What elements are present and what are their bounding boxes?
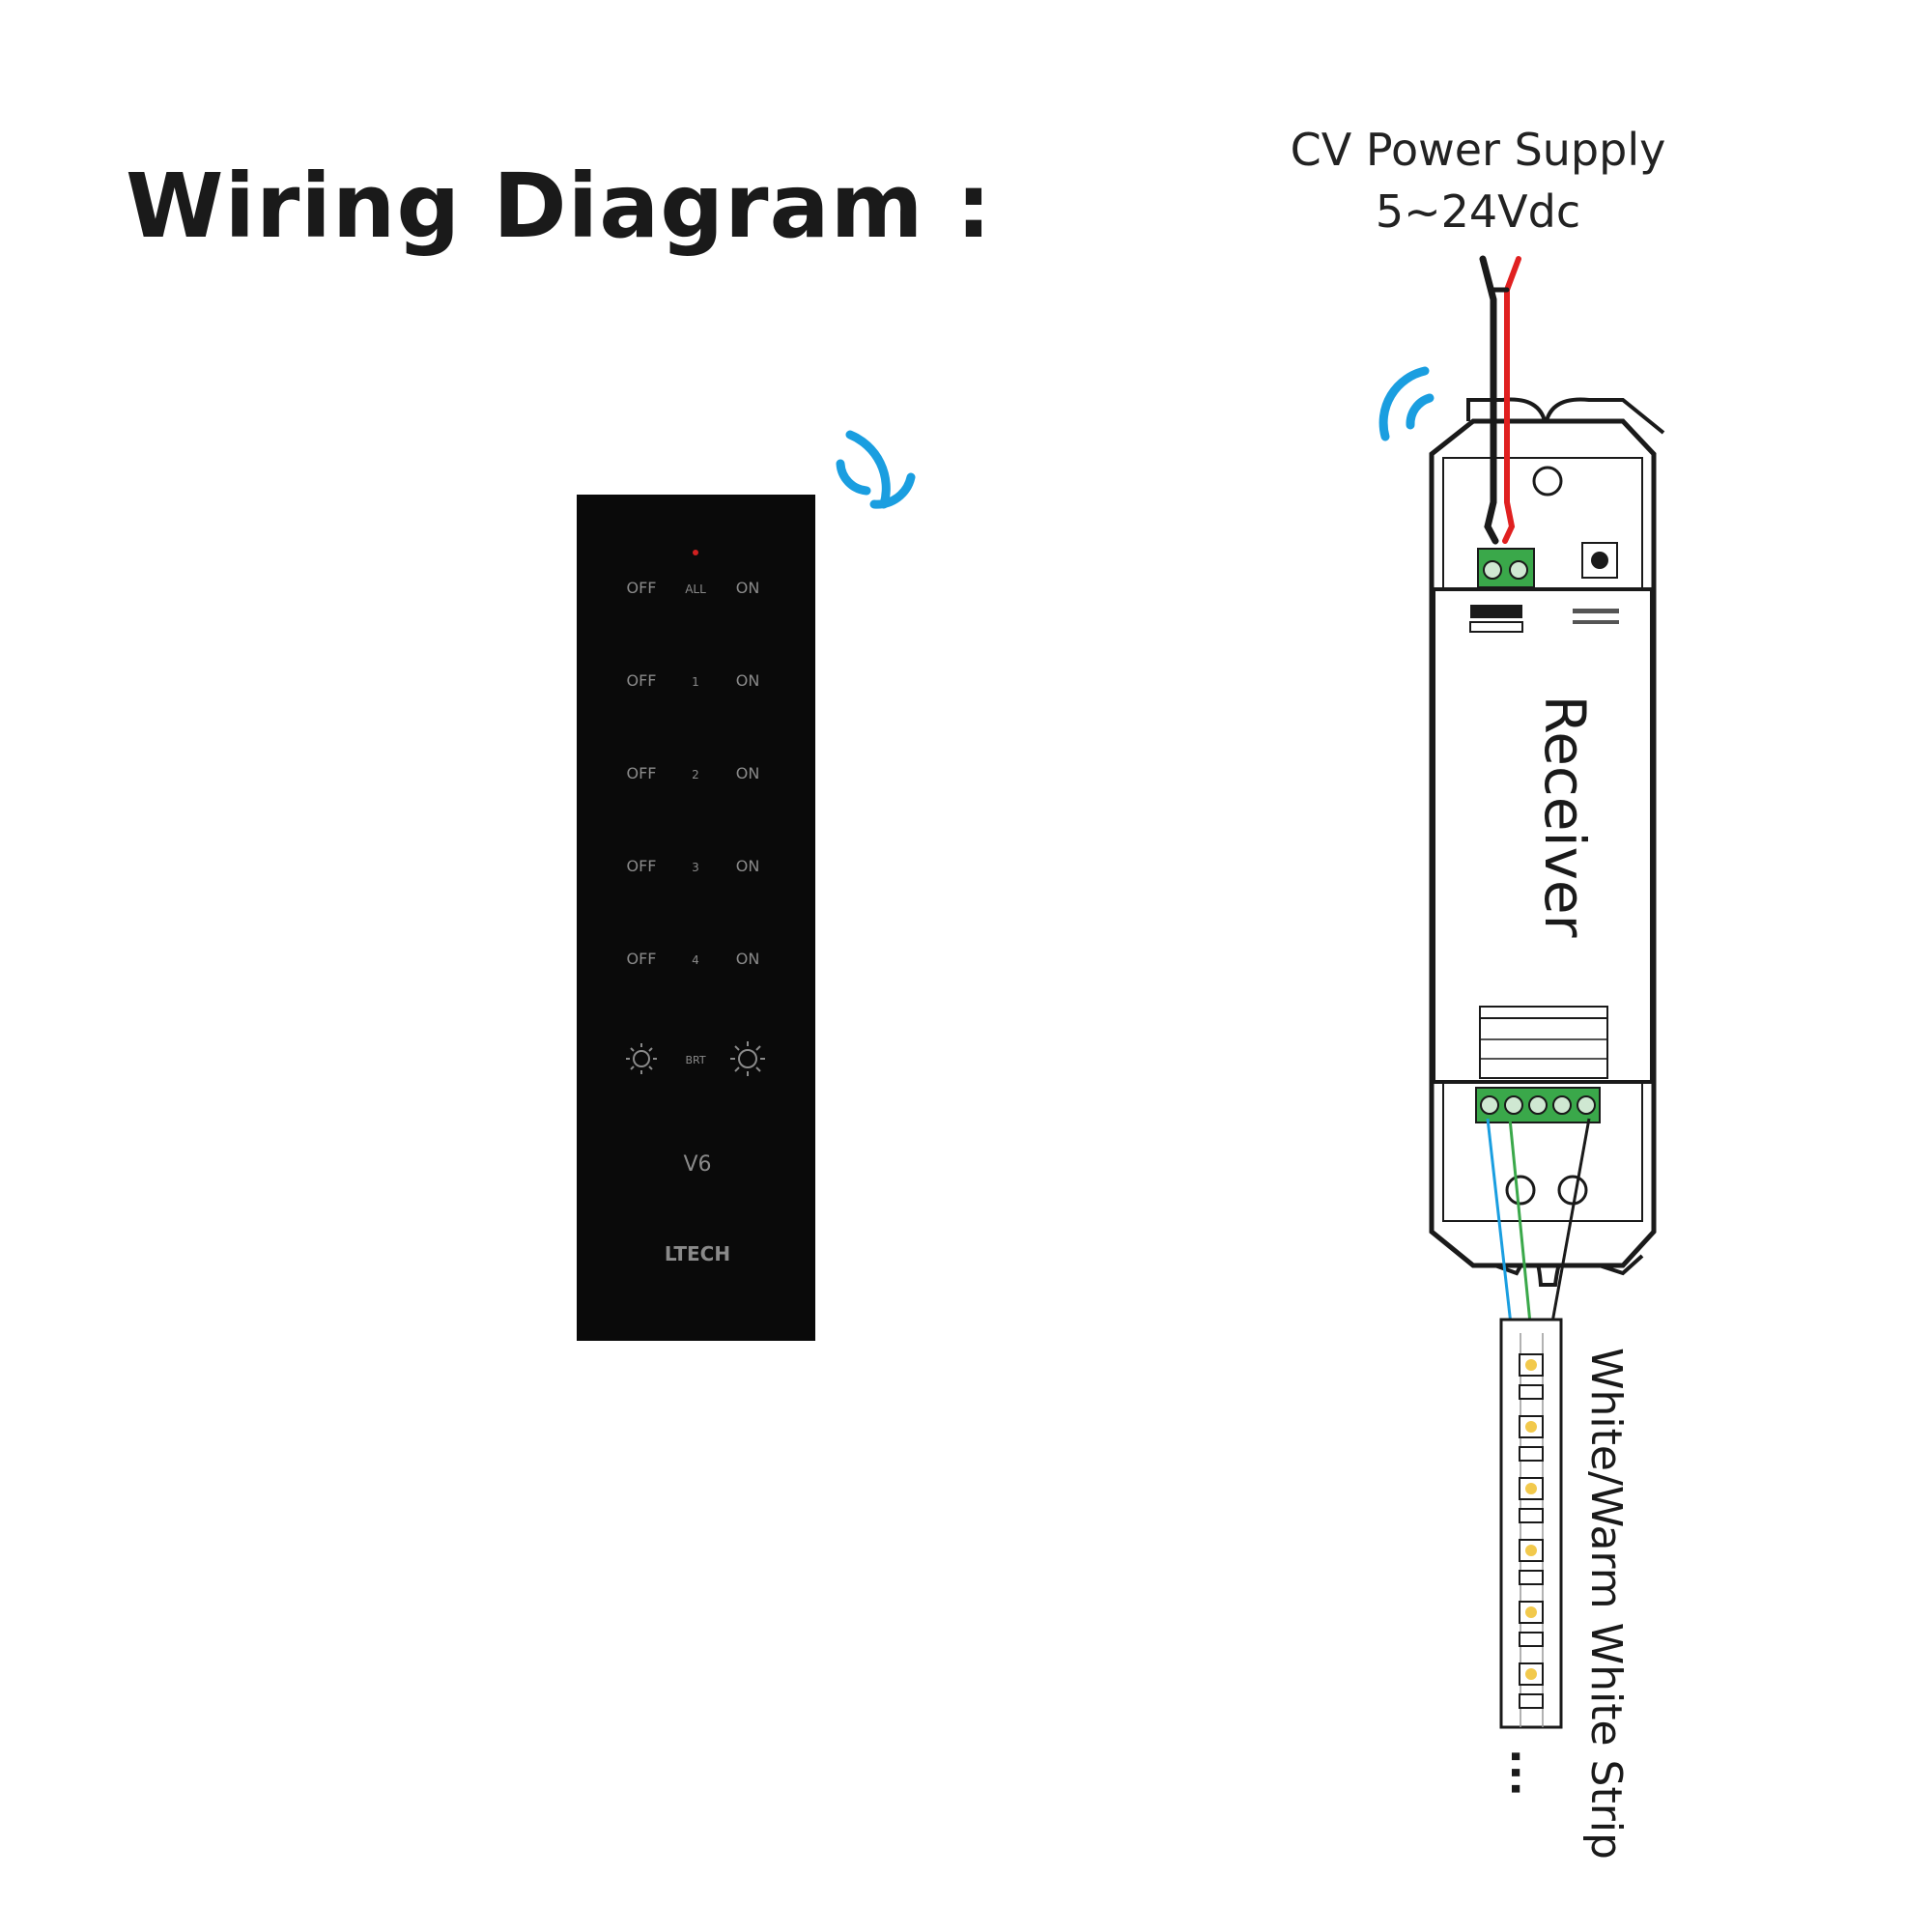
remote-signal-icon [836,430,916,509]
resistor [1519,1446,1544,1462]
page-title: Wiring Diagram : [126,155,993,258]
led-dot [1525,1421,1537,1433]
led-dot [1525,1545,1537,1556]
resistor [1519,1570,1544,1585]
remote-button-on[interactable]: ON [736,671,760,690]
remote-button-on[interactable]: ON [736,579,760,597]
receiver-device: Receiver [1429,397,1665,1287]
remote-button-on[interactable]: ON [736,857,760,875]
power-supply-voltage: 5~24Vdc [1375,185,1581,238]
brightness-up-icon [730,1041,765,1076]
learn-label-line-2 [1573,620,1619,624]
remote-channel-label: 4 [692,953,699,967]
resistor [1519,1508,1544,1523]
output-screw [1480,1095,1499,1115]
mounting-hole-top [1532,466,1563,497]
remote-button-off[interactable]: OFF [627,857,657,875]
led-dot [1525,1483,1537,1494]
resistor [1519,1632,1544,1647]
output-screw [1552,1095,1572,1115]
strip-continuation-mark: ... [1501,1748,1550,1797]
remote-channel-label: 1 [692,675,699,689]
power-screw-1 [1483,560,1502,580]
learn-label-line-1 [1573,609,1619,613]
remote-button-off[interactable]: OFF [627,764,657,782]
led-dot [1525,1359,1537,1371]
resistor [1519,1384,1544,1400]
power-wires [1479,255,1521,545]
output-label-table [1479,1006,1608,1079]
output-screw [1504,1095,1523,1115]
led-dot [1525,1668,1537,1680]
indicator-led [693,550,698,555]
remote-brand: LTECH [665,1242,730,1265]
led-dot [1525,1606,1537,1618]
receiver-cover [1432,587,1654,1084]
remote-channel-label: 2 [692,768,699,781]
strip-label: White/Warm White Strip [1581,1348,1631,1860]
remote-button-on[interactable]: ON [736,950,760,968]
remote-button-off[interactable]: OFF [627,950,657,968]
input-label-plate [1470,605,1522,618]
output-screws [1480,1095,1596,1115]
power-screw-2 [1509,560,1528,580]
receiver-signal-icon [1378,366,1435,441]
remote-body [577,495,815,1341]
learn-button [1581,542,1618,579]
receiver-label: Receiver [1532,696,1598,938]
remote-channel-label: 3 [692,861,699,874]
learn-button-center [1591,552,1608,569]
output-wires [1486,1118,1591,1334]
mounting-hole-bottom-right [1557,1175,1588,1206]
output-screw [1577,1095,1596,1115]
mounting-hole-bottom-left [1505,1175,1536,1206]
remote-model: V6 [683,1152,711,1177]
remote-button-off[interactable]: OFF [627,671,657,690]
remote-button-on[interactable]: ON [736,764,760,782]
remote-button-off[interactable]: OFF [627,579,657,597]
power-supply-label: CV Power Supply [1290,124,1666,176]
output-screw [1528,1095,1548,1115]
led-strip: ... [1499,1318,1563,1797]
strip-led-chips [1519,1353,1544,1709]
resistor [1519,1693,1544,1709]
brightness-label: BRT [685,1054,705,1066]
input-label-plate-2 [1469,621,1523,633]
brightness-down-icon [626,1043,657,1074]
remote-channel-label: ALL [685,582,706,596]
